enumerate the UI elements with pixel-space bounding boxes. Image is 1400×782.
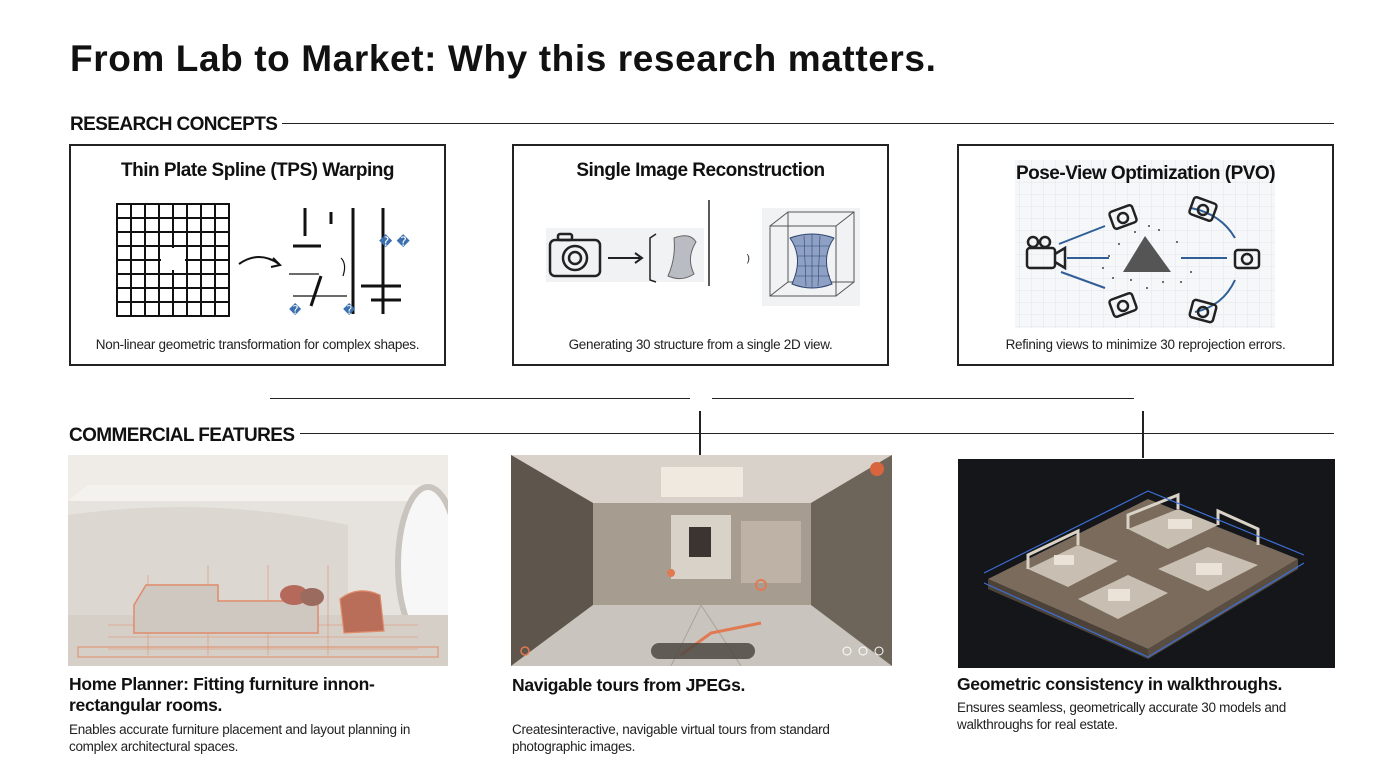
feature-title-navigable-tours: Navigable tours from JPEGs.: [512, 675, 746, 695]
concept-card-caption: Generating 30 structure from a single 2D…: [568, 337, 833, 352]
feature-title-geometric-consistency: Geometric consistency in walkthroughs.: [957, 674, 1283, 694]
concept-card-title: Thin Plate Spline (TPS) Warping: [120, 160, 395, 181]
svg-text:): ): [746, 252, 750, 265]
concept-card-title: Single Image Reconstruction: [576, 160, 825, 181]
video-camera-icon: [1025, 246, 1057, 270]
page-title: From Lab to Market: Why this research ma…: [70, 38, 937, 79]
concept-card-tps: Thin Plate Spline (TPS) Warping: [69, 144, 446, 366]
concept-card-caption: Refining views to minimize 30 reprojecti…: [1005, 337, 1286, 352]
commercial-features-rule: [300, 433, 1334, 434]
grid-warp-icon: � � � �: [116, 203, 410, 317]
connector-line-right: [712, 398, 1134, 399]
camera-icon: [1233, 248, 1261, 270]
feature-desc-navigable-tours: Createsinteractive, navigable virtual to…: [512, 722, 830, 754]
feature-title-home-planner: Home Planner: Fitting furniture innon-re…: [69, 674, 375, 715]
connector-line-left: [270, 398, 690, 399]
concept-card-single-image: Single Image Reconstruction ): [512, 144, 889, 366]
svg-text:� �: � �: [379, 233, 410, 250]
camera-icon: [1188, 298, 1218, 324]
multi-camera-pointcloud-icon: [1015, 160, 1275, 328]
camera-icon: [548, 232, 602, 278]
camera-icon: [1108, 204, 1138, 230]
concept-card-caption: Non-linear geometric transformation for …: [95, 337, 420, 352]
commercial-features-label: COMMERCIAL FEATURES: [69, 425, 295, 446]
connector-drop-right: [1142, 411, 1144, 458]
camera-to-mesh-icon: ): [546, 200, 860, 306]
research-concepts-label: RESEARCH CONCEPTS: [70, 114, 278, 135]
research-concepts-rule: [282, 123, 1334, 124]
feature-desc-geometric-consistency: Ensures seamless, geometrically accurate…: [957, 700, 1286, 732]
camera-icon: [1108, 292, 1138, 318]
curved-living-room-photo: [68, 455, 448, 666]
svg-text:�: �: [289, 303, 302, 317]
feature-desc-home-planner: Enables accurate furniture placement and…: [69, 722, 411, 754]
3d-dollhouse-model-photo: [958, 459, 1335, 668]
camera-icon: [1188, 196, 1218, 222]
concept-card-title: Pose-View Optimization (PVO): [1015, 163, 1276, 184]
virtual-tour-hallway-photo: [511, 455, 892, 666]
concept-card-pvo: Pose-View Optimization (PVO) Refining vi…: [957, 144, 1334, 366]
svg-text:�: �: [343, 303, 356, 317]
